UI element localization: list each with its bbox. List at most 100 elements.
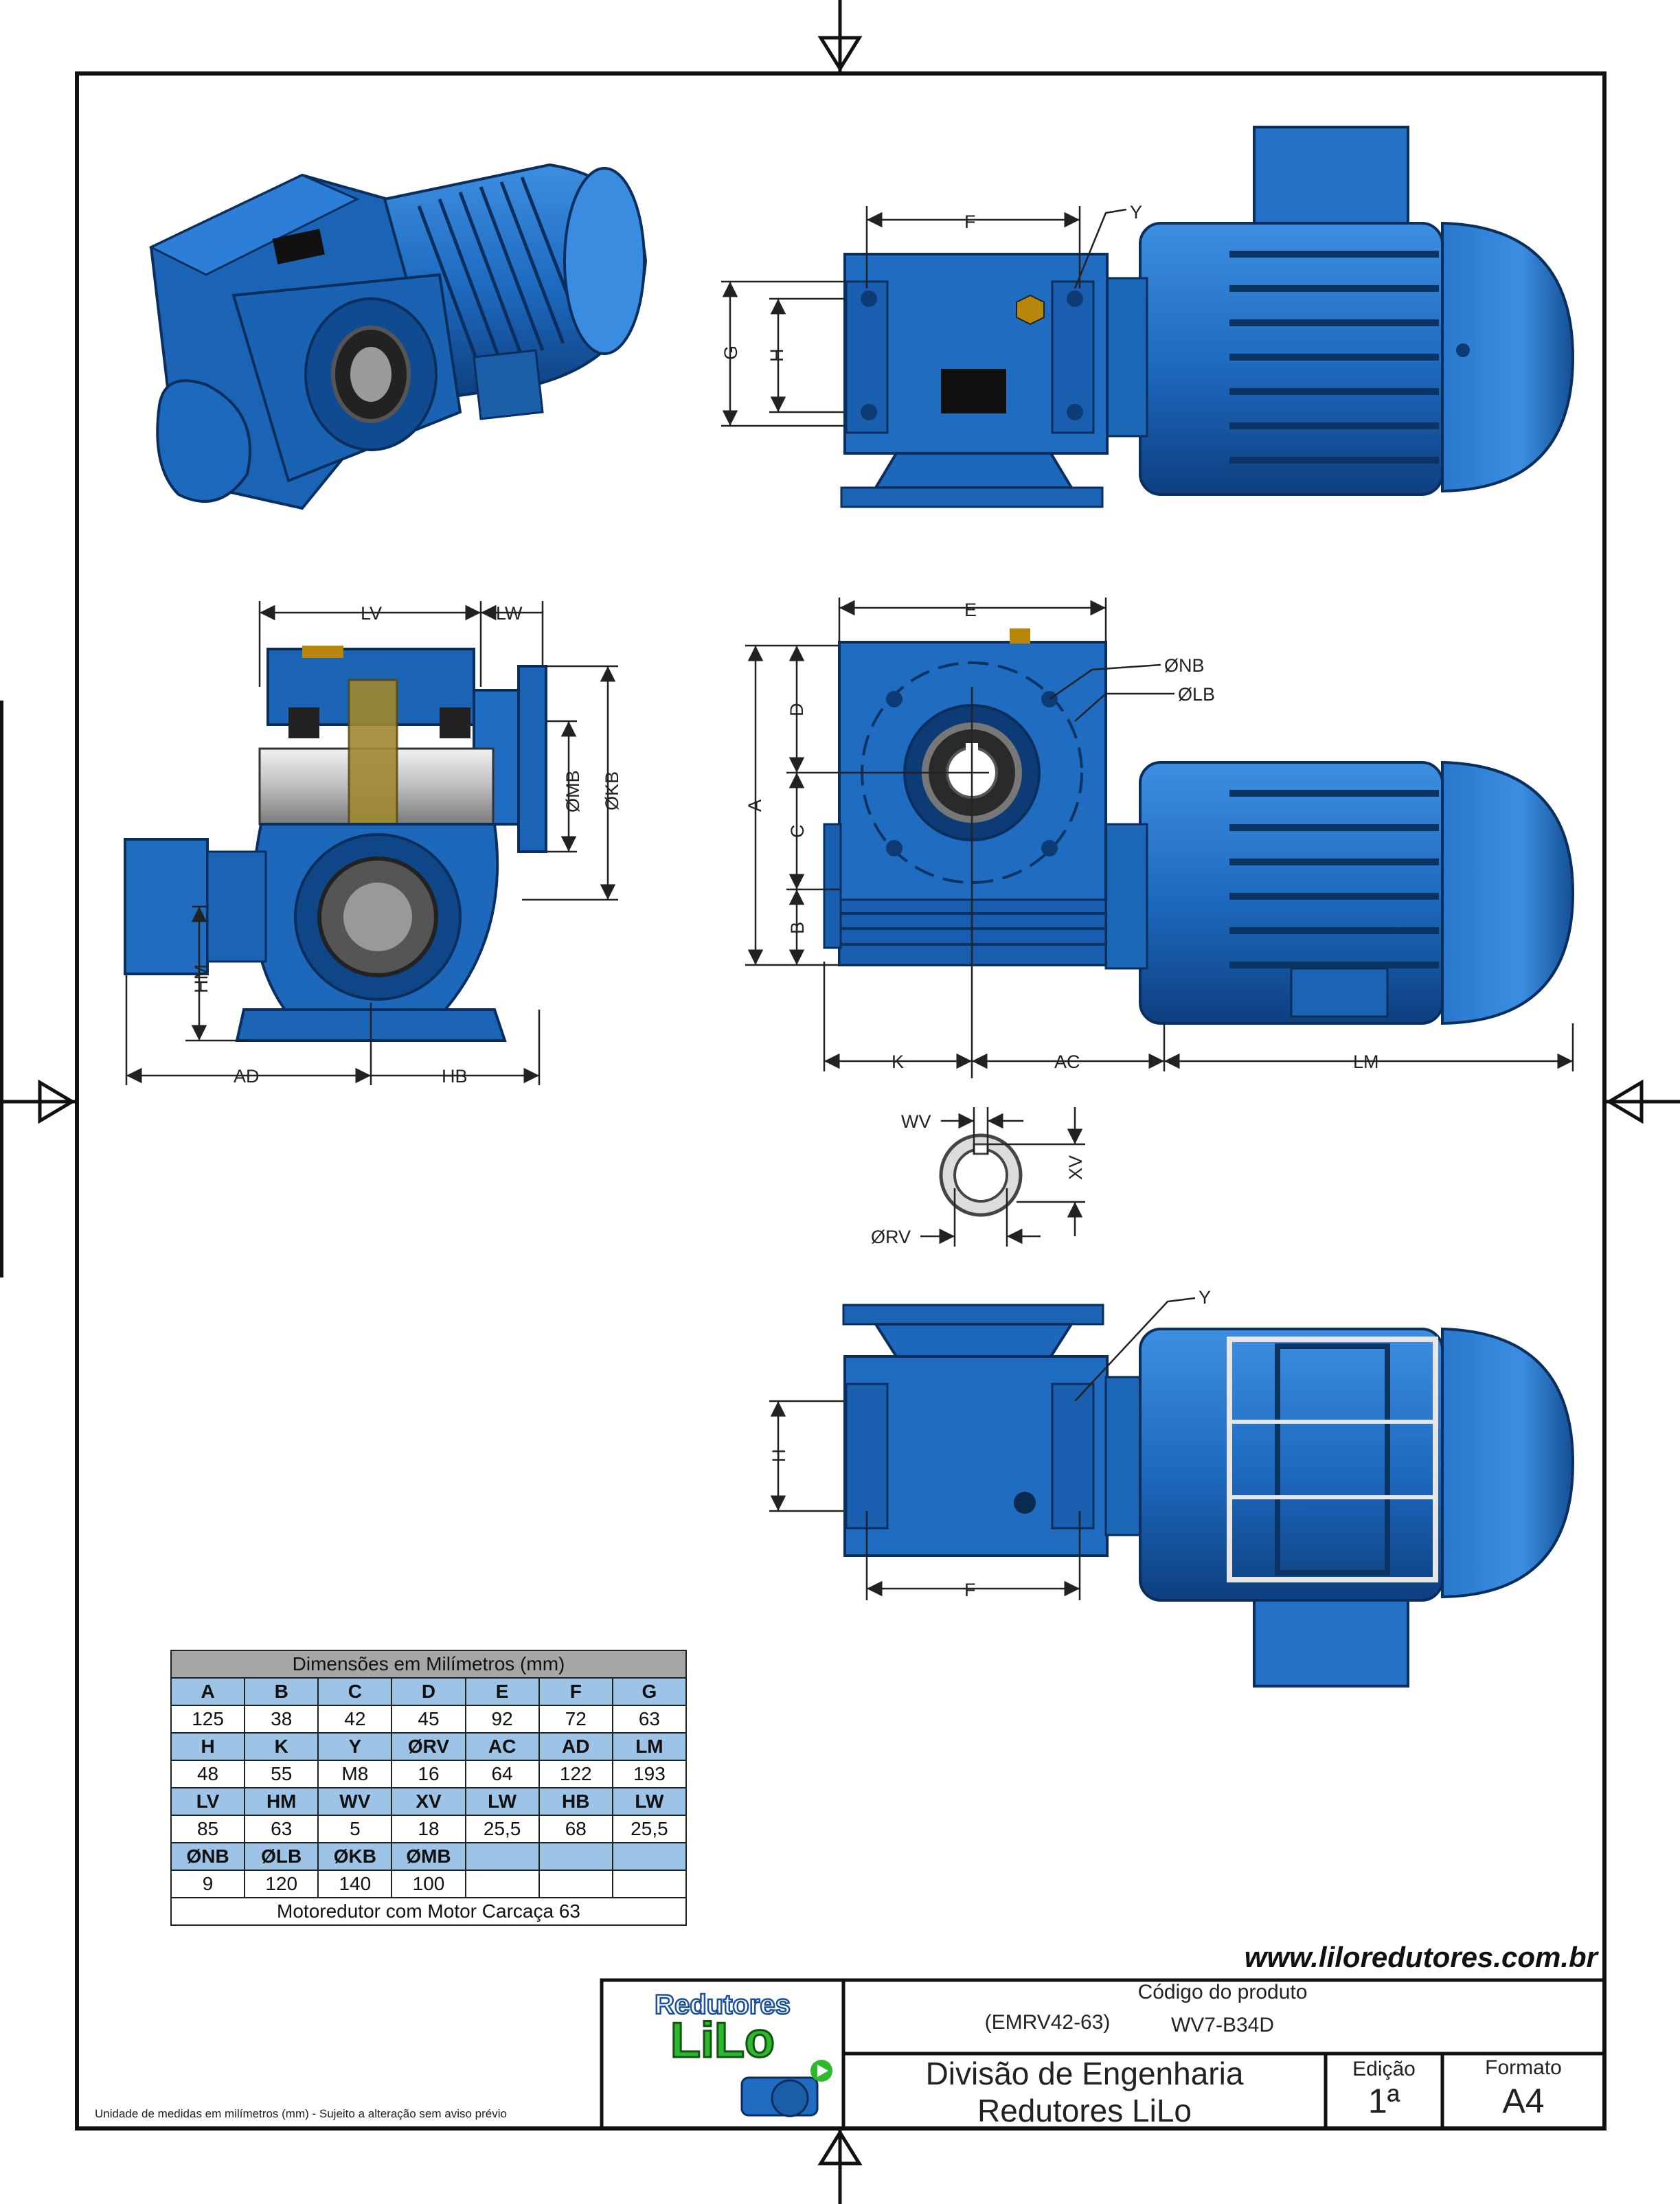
table-value-cell: 85: [170, 1815, 246, 1843]
table-header-cell: G: [611, 1677, 688, 1706]
dim-label-AC: AC: [1054, 1052, 1080, 1072]
dim-label-K: K: [892, 1052, 904, 1072]
table-header-row: H K Y ØRV AC AD LM: [170, 1732, 688, 1761]
table-header-cell: HB: [538, 1787, 613, 1816]
dim-label-F-bottom: F: [964, 1580, 976, 1600]
dim-label-H: H: [767, 349, 787, 363]
table-value-row: 9 120 140 100: [170, 1870, 688, 1898]
side-section-view: [124, 646, 547, 1042]
table-header-cell: ØMB: [391, 1842, 466, 1871]
table-header-cell: WV: [317, 1787, 393, 1816]
table-value-cell: 122: [538, 1760, 613, 1788]
title-block-frame: [600, 1978, 1607, 2131]
table-header-cell: LW: [464, 1787, 540, 1816]
table-value-cell: 42: [317, 1705, 393, 1734]
dim-label-F: F: [964, 212, 976, 232]
table-header-cell: E: [464, 1677, 540, 1706]
table-header-cell: ØKB: [317, 1842, 393, 1871]
table-header-cell: AD: [538, 1732, 613, 1761]
table-header-cell: ØRV: [391, 1732, 466, 1761]
table-value-cell: M8: [317, 1760, 393, 1788]
dim-label-E: E: [964, 600, 977, 620]
table-header-row: LV HM WV XV LW HB LW: [170, 1787, 688, 1816]
table-header-cell: B: [244, 1677, 319, 1706]
division-title-line1: Divisão de Engenharia: [925, 2056, 1244, 2091]
table-header-cell: AC: [464, 1732, 540, 1761]
table-header-cell: D: [391, 1677, 466, 1706]
table-header-cell: [464, 1842, 540, 1871]
table-value-cell: [464, 1870, 540, 1898]
website-url: www.liloredutores.com.br: [1244, 1941, 1598, 1973]
dim-label-HM: HM: [191, 964, 212, 993]
table-caption: Dimensões em Milímetros (mm): [170, 1650, 687, 1679]
dim-label-RV: ØRV: [871, 1227, 911, 1247]
dim-label-A: A: [745, 799, 765, 812]
codigo-label: Código do produto: [1137, 1981, 1308, 2003]
product-code: WV7-B34D: [1170, 2014, 1275, 2036]
isometric-view: [148, 163, 648, 510]
table-value-cell: 193: [611, 1760, 688, 1788]
logo-text-lilo: LiLo: [670, 2013, 775, 2068]
table-value-cell: 16: [391, 1760, 466, 1788]
dim-label-MB: ØMB: [563, 770, 583, 813]
formato-label: Formato: [1485, 2056, 1562, 2079]
table-header-cell: XV: [391, 1787, 466, 1816]
edge-mark: [0, 701, 3, 1277]
dimension-lines: [125, 206, 1574, 1600]
dim-label-LW: LW: [496, 603, 523, 624]
dim-label-AD: AD: [234, 1066, 260, 1087]
table-header-cell: C: [317, 1677, 393, 1706]
table-header-cell: [611, 1842, 688, 1871]
table-value-cell: 100: [391, 1870, 466, 1898]
model-code: (EMRV42-63): [984, 2011, 1111, 2034]
table-header-cell: ØLB: [244, 1842, 319, 1871]
table-value-cell: 25,5: [464, 1815, 540, 1843]
dim-label-XV: XV: [1065, 1155, 1086, 1180]
table-value-cell: 45: [391, 1705, 466, 1734]
table-value-cell: 64: [464, 1760, 540, 1788]
dim-label-WV: WV: [901, 1111, 931, 1132]
dim-label-LB: ØLB: [1178, 684, 1215, 705]
table-value-cell: 72: [538, 1705, 613, 1734]
top-view: [840, 126, 1575, 508]
table-header-cell: LM: [611, 1732, 688, 1761]
table-value-row: 48 55 M8 16 64 122 193: [170, 1760, 688, 1788]
table-value-cell: 92: [464, 1705, 540, 1734]
bottom-view: [842, 1304, 1575, 1688]
table-value-cell: 120: [244, 1870, 319, 1898]
table-header-cell: H: [170, 1732, 246, 1761]
table-value-row: 125 38 42 45 92 72 63: [170, 1705, 688, 1734]
table-value-cell: 48: [170, 1760, 246, 1788]
dim-label-G: G: [720, 345, 741, 360]
table-value-cell: 38: [244, 1705, 319, 1734]
table-header-cell: ØNB: [170, 1842, 246, 1871]
table-value-cell: [611, 1870, 688, 1898]
table-footer: Motoredutor com Motor Carcaça 63: [170, 1897, 687, 1926]
dim-label-Y-bottom: Y: [1199, 1287, 1211, 1308]
dim-label-C: C: [787, 825, 808, 839]
dim-label-LV: LV: [361, 603, 382, 624]
table-header-cell: LW: [611, 1787, 688, 1816]
table-value-cell: 9: [170, 1870, 246, 1898]
table-value-row: 85 63 5 18 25,5 68 25,5: [170, 1815, 688, 1843]
table-value-cell: 5: [317, 1815, 393, 1843]
dim-label-KB: ØKB: [602, 771, 622, 810]
table-header-row: A B C D E F G: [170, 1677, 688, 1706]
shaft-bore-detail: [939, 1133, 1023, 1217]
table-header-cell: HM: [244, 1787, 319, 1816]
edicao-label: Edição: [1352, 2058, 1416, 2080]
table-header-cell: LV: [170, 1787, 246, 1816]
dim-label-HB: HB: [442, 1066, 468, 1087]
footnote: Unidade de medidas em milímetros (mm) - …: [95, 2107, 507, 2120]
table-header-cell: [538, 1842, 613, 1871]
table-header-cell: Y: [317, 1732, 393, 1761]
formato-value: A4: [1502, 2082, 1545, 2120]
table-value-cell: 55: [244, 1760, 319, 1788]
table-value-cell: 68: [538, 1815, 613, 1843]
table-value-cell: [538, 1870, 613, 1898]
dim-label-LM: LM: [1353, 1052, 1379, 1072]
edicao-value: 1ª: [1367, 2082, 1400, 2120]
dimension-labels: F Y G H LV LW ØMB ØKB HM AD HB E ØNB ØLB…: [191, 202, 1379, 1600]
